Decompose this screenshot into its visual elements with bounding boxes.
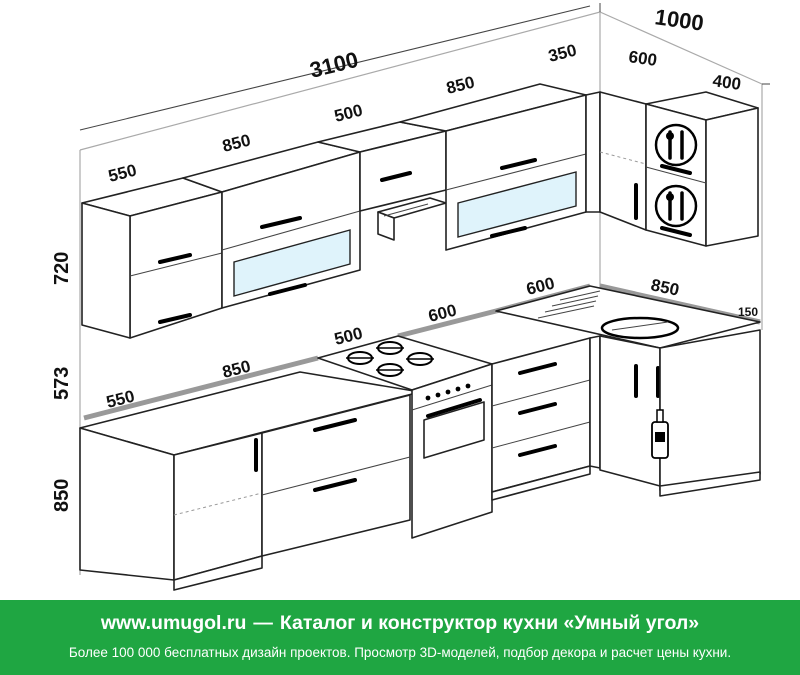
dim-upper-850-left: 850 [220,131,252,156]
glass-panel-right [457,171,577,238]
dim-corner-600: 600 [627,47,658,70]
dim-base-150: 150 [738,305,758,319]
oven-door [423,401,485,459]
wall-lines [79,3,770,575]
base-cabinet-600-left [491,337,591,501]
upper-corner-cabinet [585,91,759,247]
footer-main-line: www.umugol.ru — Каталог и конструктор кухн… [0,612,800,635]
dish-rack-icon-bottom [654,184,698,228]
upper-cabinet-850-glass [182,141,361,309]
upper-cabinet-500-hood [317,121,447,241]
stove [317,335,493,539]
countertop-right [495,285,761,349]
base-cabinet-550 [79,371,421,591]
dish-rack-icon-top [654,123,698,167]
dim-height-base: 850 [51,479,73,512]
dim-base-500: 500 [332,324,364,349]
dim-corner-400: 400 [711,71,742,94]
sink-icon [600,316,680,340]
dim-right-depth: 1000 [653,4,705,36]
dim-upper-850-right: 850 [444,73,476,98]
base-cabinet-850 [261,394,411,557]
footer-dash: — [253,612,273,634]
burner-icons [346,341,434,377]
glass-panel-left [233,229,351,297]
dim-height-gap: 573 [51,367,73,400]
dim-upper-350: 350 [546,41,578,66]
footer-banner: www.umugol.ru — Каталог и конструктор кухн… [0,600,800,675]
kitchen-drawing: 3100 1000 550 850 500 850 350 600 400 72… [51,3,770,591]
footer-subtitle: Более 100 000 бесплатных дизайн проектов… [68,645,732,660]
footer-title: Каталог и конструктор кухни «Умный угол» [279,612,700,634]
upper-cabinet-850-glass-right [399,83,587,251]
dim-upper-500: 500 [332,101,364,126]
drainboard-lines [537,290,601,319]
dim-height-upper: 720 [51,252,73,285]
dim-upper-550: 550 [106,161,138,186]
upper-cabinet-550 [81,177,223,339]
base-corner-cabinet [589,329,761,497]
site-link[interactable]: www.umugol.ru [100,612,247,634]
bottle-icon [651,409,669,459]
